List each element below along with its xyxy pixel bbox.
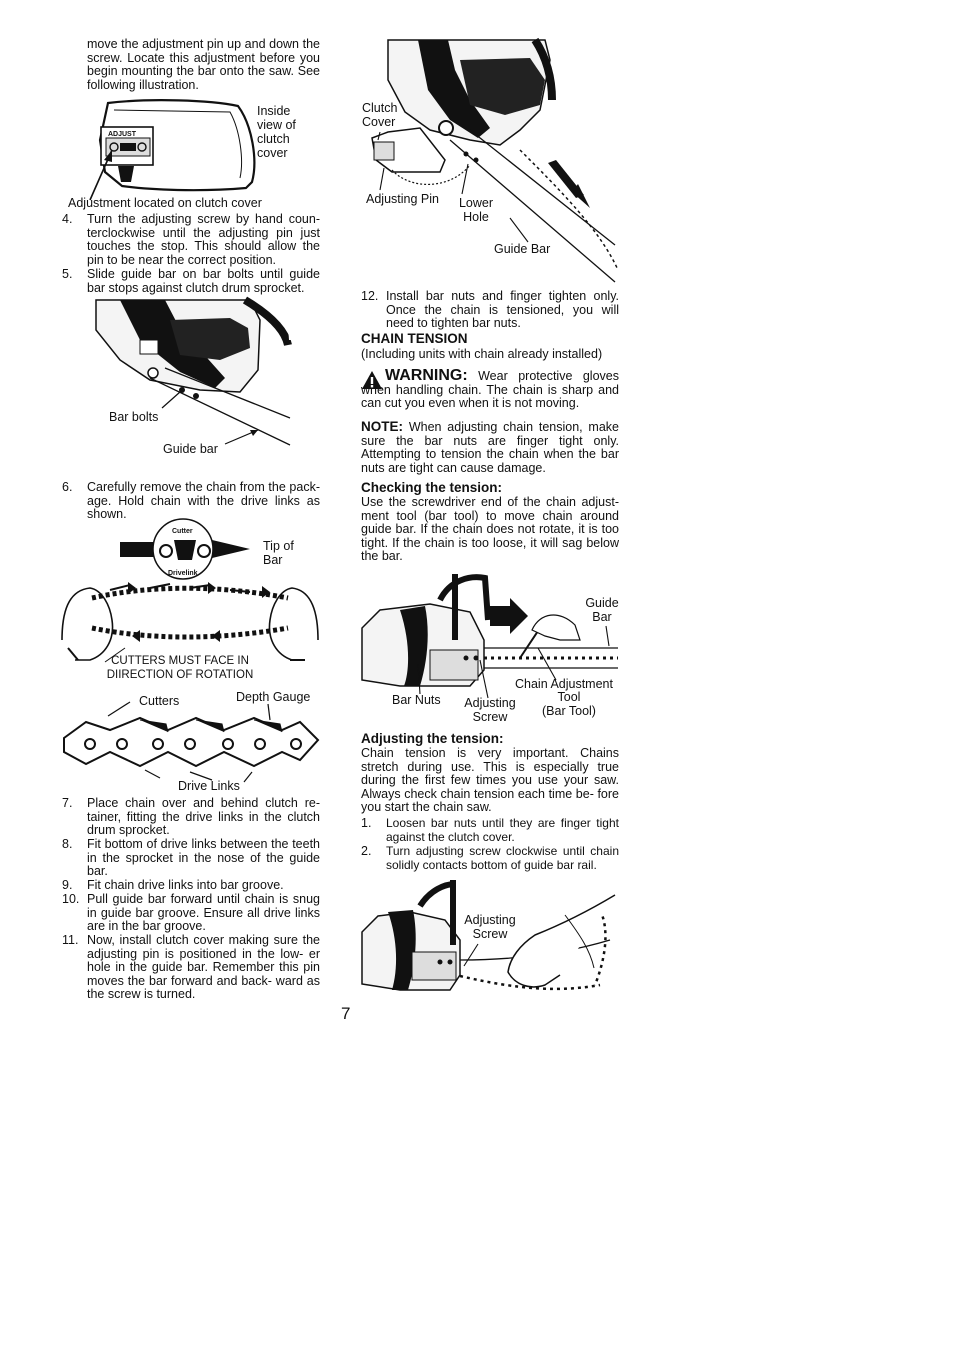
step-12: 12. Install bar nuts and finger tighten … xyxy=(361,289,619,332)
step-9: 9. Fit chain drive links into bar groove… xyxy=(62,878,320,893)
cutters-label: Cutters xyxy=(139,694,180,708)
adjusting-pin-label: Adjusting Pin xyxy=(366,192,439,206)
step-7: 7. Place chain over and behind clutch re… xyxy=(62,796,320,839)
step-number: 9. xyxy=(62,878,73,892)
plate-text: ADJUST xyxy=(108,131,137,138)
note-label: NOTE: xyxy=(361,419,403,434)
chain-adjustment-tool-label: Chain Adjustment xyxy=(515,677,613,691)
bar-bolts-label: Bar bolts xyxy=(109,410,159,424)
step-11: 11. Now, install clutch cover making sur… xyxy=(62,933,320,1004)
step-text: Fit bottom of drive links between the te… xyxy=(87,837,320,879)
warning-icon xyxy=(362,371,382,389)
adjusting-text: Chain tension is very important. Chains … xyxy=(361,746,619,815)
guide-bar-label: Guide Bar xyxy=(494,242,551,256)
tool-label: Tool xyxy=(557,690,581,704)
guide-bar-label: Guide Bar xyxy=(585,596,619,624)
step-number: 7. xyxy=(62,796,73,810)
inside-view-label: Inside view of clutch cover xyxy=(257,104,296,160)
step-number: 8. xyxy=(62,837,73,851)
step-number: 1. xyxy=(361,816,372,830)
cutter-label: Cutter xyxy=(172,528,193,535)
step-text: Pull guide bar forward until chain is sn… xyxy=(87,892,320,934)
adjusting-screw-label: Adjusting Screw xyxy=(464,696,516,724)
step-text: Now, install clutch cover making sure th… xyxy=(87,933,320,1002)
warning-text: Wear protective gloves when handling cha… xyxy=(361,369,619,411)
step-text: Turn adjusting screw clockwise until cha… xyxy=(386,844,619,872)
checking-text: Use the screwdriver end of the chain adj… xyxy=(361,495,619,564)
drivelink-label: Drivelink xyxy=(168,570,198,577)
step-number: 5. xyxy=(62,267,73,281)
note-block: NOTE: When adjusting chain tension, make… xyxy=(361,420,619,475)
step-number: 10. xyxy=(62,892,80,906)
step-5: 5. Slide guide bar on bar bolts until gu… xyxy=(62,267,320,298)
chain-tension-subtitle: (Including units with chain already inst… xyxy=(361,347,603,361)
step-6: 6. Carefully remove the chain from the p… xyxy=(62,480,320,525)
clutch-cover-label: Clutch Cover xyxy=(362,101,398,129)
step-10: 10. Pull guide bar forward until chain i… xyxy=(62,892,320,935)
step-number: 4. xyxy=(62,212,73,226)
cutters-caption-line1: CUTTERS MUST FACE IN xyxy=(111,655,249,667)
guide-bar-label: Guide bar xyxy=(163,442,218,456)
drive-links-label: Drive Links xyxy=(178,779,240,793)
step-number: 2. xyxy=(361,844,372,858)
cutters-caption-line2: DIIRECTION OF ROTATION xyxy=(106,669,254,681)
step-text: Carefully remove the chain from the pack… xyxy=(87,480,320,522)
warning-label: WARNING: xyxy=(385,367,468,384)
depth-gauge-label: Depth Gauge xyxy=(236,690,311,704)
adjust-step-1: 1. Loosen bar nuts until they are finger… xyxy=(361,816,619,847)
step-number: 12. xyxy=(361,289,379,303)
fig1-caption: Adjustment located on clutch cover xyxy=(68,196,262,210)
step-4: 4. Turn the adjusting screw by hand coun… xyxy=(62,212,320,269)
step-text: Place chain over and behind clutch re- t… xyxy=(87,796,320,838)
step-number: 11. xyxy=(62,933,79,947)
step-text: Fit chain drive links into bar groove. xyxy=(87,878,284,892)
step-8: 8. Fit bottom of drive links between the… xyxy=(62,837,320,880)
tip-of-bar-label: Tip of Bar xyxy=(263,539,294,567)
step-text: Loosen bar nuts until they are finger ti… xyxy=(386,816,619,844)
step-text: Slide guide bar on bar bolts until guide… xyxy=(87,267,320,295)
step-text: Turn the adjusting screw by hand coun- t… xyxy=(87,212,320,267)
chain-tension-heading: CHAIN TENSION xyxy=(361,331,468,346)
step-number: 6. xyxy=(62,480,73,494)
warning-block: WARNING: Wear protective gloves when han… xyxy=(361,367,619,411)
checking-heading: Checking the tension: xyxy=(361,480,503,495)
adjust-step-2: 2. Turn adjusting screw clockwise until … xyxy=(361,844,619,875)
intro-paragraph: move the adjustment pin up and down the … xyxy=(87,37,320,92)
lower-hole-label: Lower Hole xyxy=(458,196,494,224)
bar-tool-label: (Bar Tool) xyxy=(542,704,596,718)
page-number: 7 xyxy=(341,1004,351,1023)
adjusting-screw-label: Adjusting Screw xyxy=(464,913,516,941)
step-text: Install bar nuts and finger tighten only… xyxy=(386,289,619,331)
note-text: When adjusting chain tension, make sure … xyxy=(361,420,620,475)
bar-nuts-label: Bar Nuts xyxy=(392,693,441,707)
adjusting-heading: Adjusting the tension: xyxy=(361,731,504,746)
